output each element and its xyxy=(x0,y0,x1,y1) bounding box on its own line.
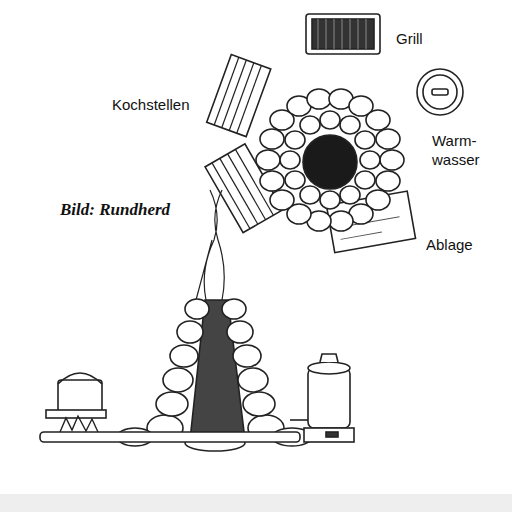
part-label: Ablage xyxy=(426,236,473,255)
side-view xyxy=(40,190,354,451)
part-label: Kochstellen xyxy=(112,96,190,115)
top-view xyxy=(205,14,463,253)
bottom-band xyxy=(0,494,512,512)
part-label: Warm- wasser xyxy=(432,132,492,170)
part-label: Grill xyxy=(396,30,423,49)
figure-caption: Bild: Rundherd xyxy=(60,200,170,220)
